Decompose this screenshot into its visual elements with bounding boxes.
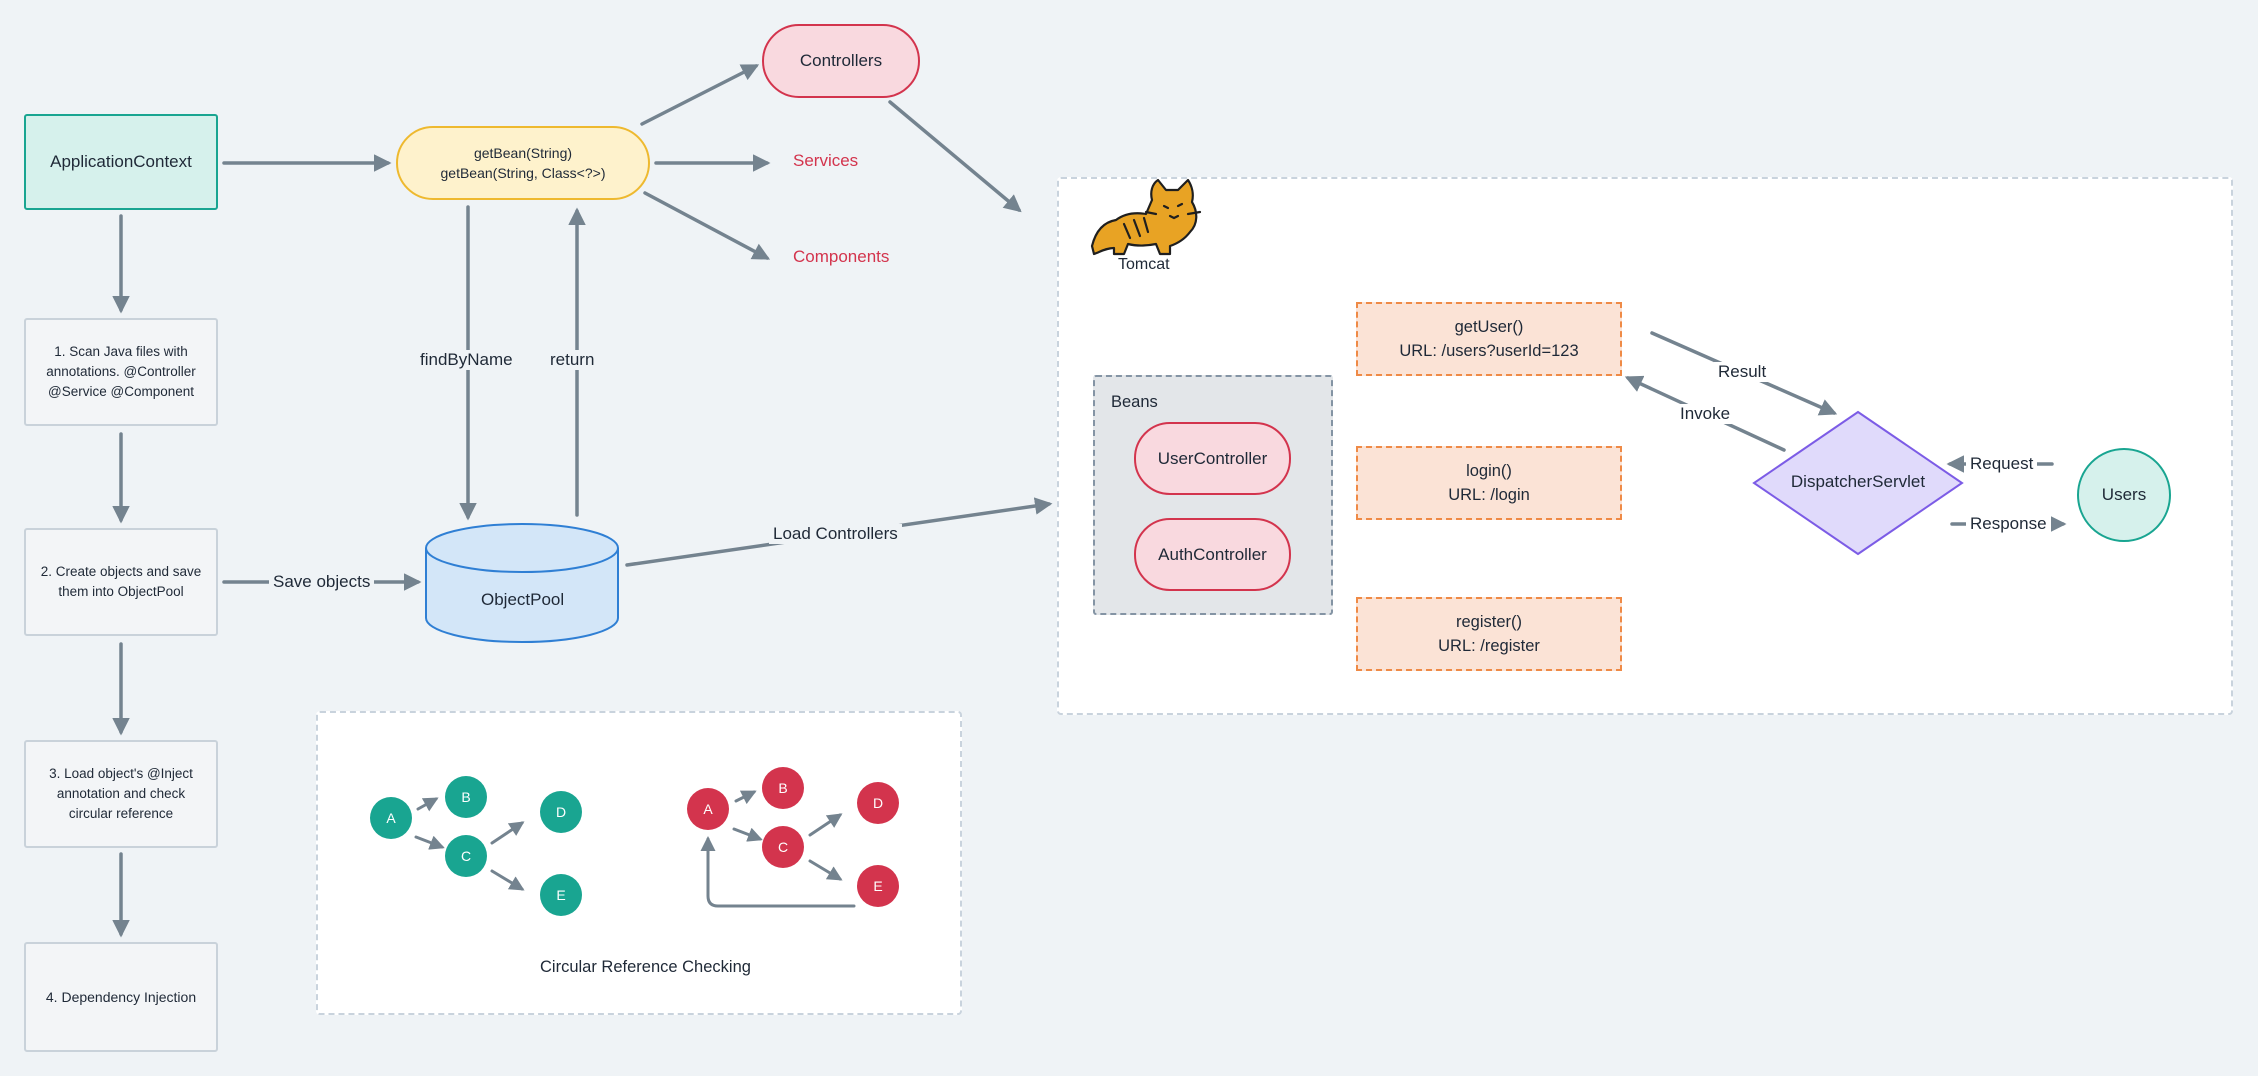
edge-a-b-acyclic <box>416 797 439 812</box>
graph-node-d-acyclic: D <box>540 791 582 833</box>
route-get-user-name: getUser() <box>1454 318 1524 336</box>
route-get-user: getUser() URL: /users?userId=123 <box>1356 302 1622 376</box>
step-3-inject-node: 3. Load object's @Inject annotation and … <box>24 740 218 848</box>
route-register: register() URL: /register <box>1356 597 1622 671</box>
dispatcher-servlet-label: DispatcherServlet <box>1790 472 1926 491</box>
edge-c-d-cyclic <box>808 813 843 837</box>
graph-node-a-acyclic: A <box>370 797 412 839</box>
graph-node-c-acyclic: C <box>445 835 487 877</box>
edge-c-e-cyclic <box>808 859 843 881</box>
beans-panel: Beans <box>1093 375 1333 615</box>
load-controllers-label: Load Controllers <box>769 524 902 544</box>
route-login-url: URL: /login <box>1448 486 1530 504</box>
return-label: return <box>546 350 599 370</box>
route-get-user-url: URL: /users?userId=123 <box>1399 342 1579 360</box>
circular-reference-panel <box>316 711 962 1015</box>
getbean-line-2: getBean(String, Class<?>) <box>440 165 606 181</box>
tomcat-label: Tomcat <box>1118 256 1170 273</box>
beans-label: Beans <box>1111 393 1158 411</box>
edge-a-c-cyclic <box>732 827 763 842</box>
edge-c-e-acyclic <box>490 869 525 891</box>
step-1-scan-node: 1. Scan Java files with annotations. @Co… <box>24 318 218 426</box>
graph-node-d-cyclic: D <box>857 782 899 824</box>
find-by-name-label: findByName <box>416 350 517 370</box>
graph-node-b-cyclic: B <box>762 767 804 809</box>
getbean-node: getBean(String) getBean(String, Class<?>… <box>396 126 650 200</box>
circular-reference-graphs <box>414 790 856 908</box>
getbean-line-1: getBean(String) <box>473 145 573 161</box>
edge-a-b-cyclic <box>734 790 757 805</box>
object-pool-node <box>425 523 619 643</box>
dispatcher-servlet-node <box>1752 410 1964 556</box>
graph-node-c-cyclic: C <box>762 826 804 868</box>
response-label: Response <box>1966 514 2051 534</box>
user-controller-node: UserController <box>1134 422 1291 495</box>
graph-node-b-acyclic: B <box>445 776 487 818</box>
application-context-node: ApplicationContext <box>24 114 218 210</box>
arrow-getbean-to-controllers <box>640 64 760 126</box>
edge-a-c-acyclic <box>414 835 445 850</box>
object-pool-label: ObjectPool <box>481 590 565 609</box>
step-2-create-node: 2. Create objects and save them into Obj… <box>24 528 218 636</box>
controllers-node: Controllers <box>762 24 920 98</box>
arrow-getbean-to-components <box>643 191 771 260</box>
users-node: Users <box>2077 448 2171 542</box>
circular-reference-title: Circular Reference Checking <box>540 958 751 976</box>
graph-node-a-cyclic: A <box>687 788 729 830</box>
arrow-controllers-to-tomcat <box>888 100 1022 213</box>
services-label: Services <box>793 151 859 170</box>
result-label: Result <box>1714 362 1771 382</box>
graph-node-e-acyclic: E <box>540 874 582 916</box>
graph-node-e-cyclic: E <box>857 865 899 907</box>
invoke-label: Invoke <box>1676 404 1735 424</box>
components-label: Components <box>793 247 890 266</box>
step-4-dependency-injection-node: 4. Dependency Injection <box>24 942 218 1052</box>
route-login-name: login() <box>1466 462 1512 480</box>
tomcat-cat-icon <box>1090 178 1202 256</box>
save-objects-label: Save objects <box>269 572 375 592</box>
edge-c-d-acyclic <box>490 821 525 845</box>
route-login: login() URL: /login <box>1356 446 1622 520</box>
route-register-name: register() <box>1455 613 1522 631</box>
edge-e-a-cyclic <box>700 836 856 908</box>
auth-controller-node: AuthController <box>1134 518 1291 591</box>
request-label: Request <box>1966 454 2038 474</box>
route-register-url: URL: /register <box>1438 637 1540 655</box>
